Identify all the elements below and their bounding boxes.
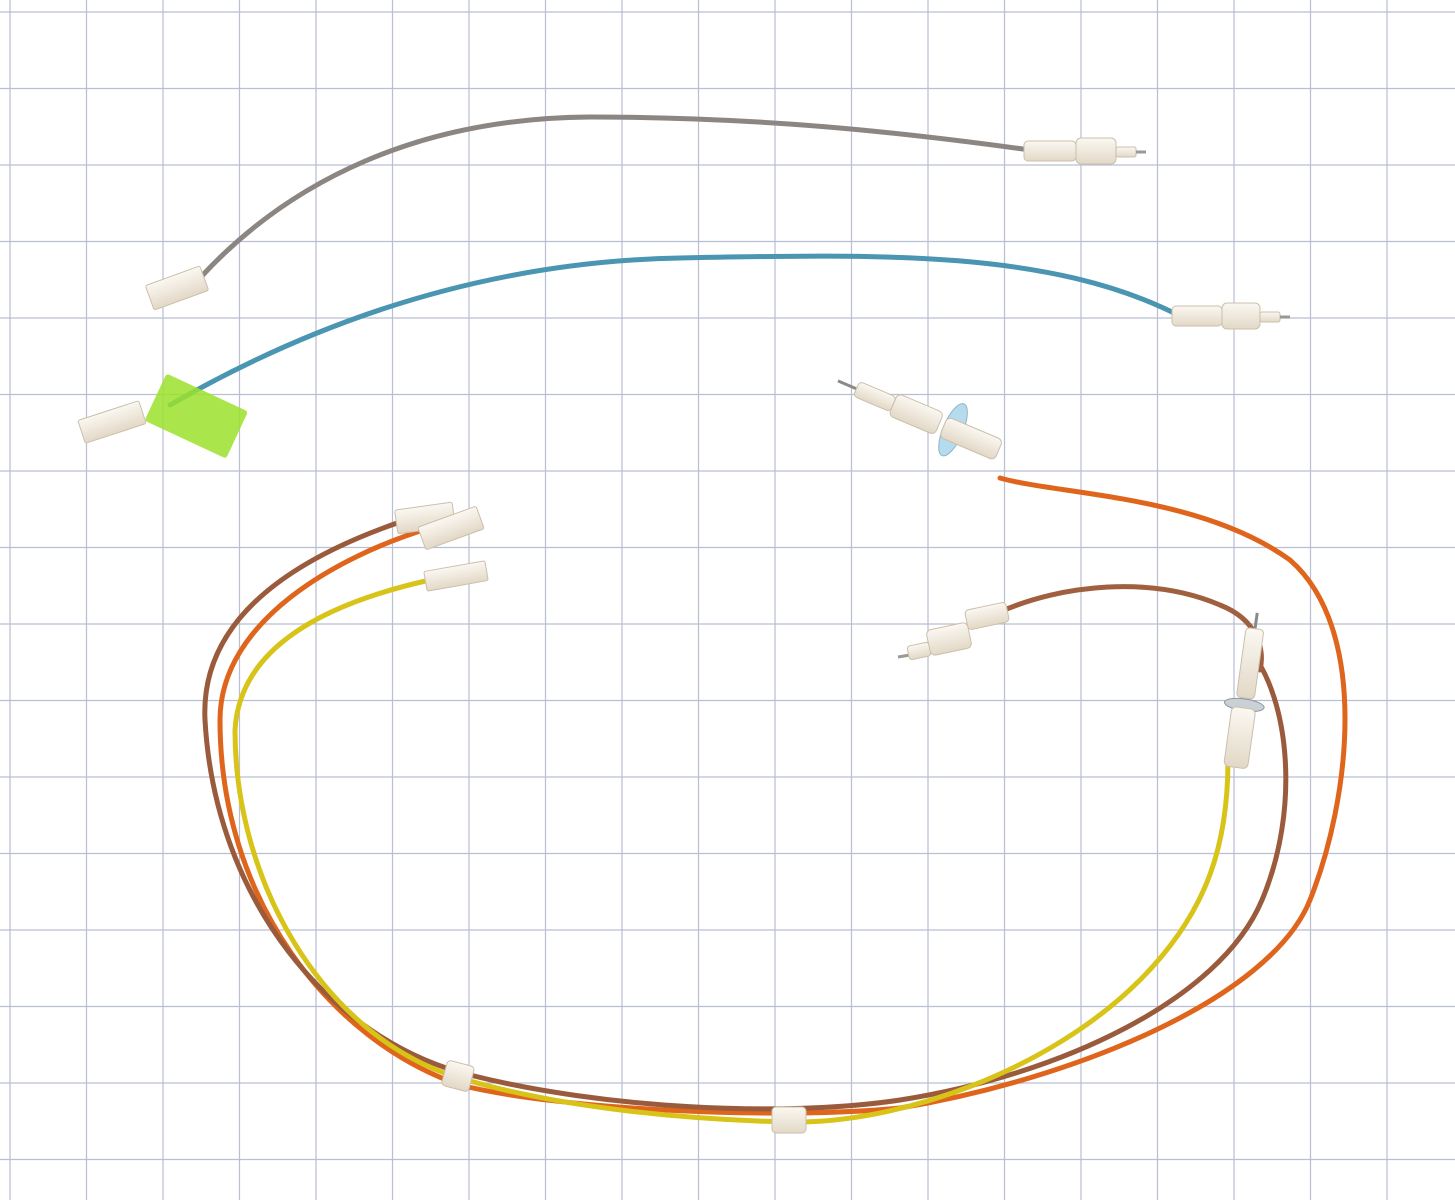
yellow-wire-socket-connector [423, 560, 489, 592]
brown-wire-spark-electrode [897, 602, 1010, 661]
bundle-sleeve-bottom [771, 1106, 807, 1134]
angled-spark-electrode [837, 379, 1002, 460]
orange-wire-socket-connector [417, 506, 485, 550]
gray-wire [197, 114, 1033, 281]
gray-wire-socket-connector [145, 265, 209, 311]
brown-right-wire [997, 584, 1264, 673]
harness-socket-connectors [394, 501, 489, 592]
blue-wire-spark-electrode [1171, 302, 1290, 330]
blue-wire-lead [77, 253, 1290, 458]
gray-wire-spark-electrode [1023, 137, 1146, 165]
right-brown-wire-lead [897, 584, 1265, 769]
blue-wire [167, 253, 1181, 408]
blue-wire-socket-connector [77, 400, 147, 444]
vertical-spark-electrode [1223, 612, 1265, 769]
gray-wire-lead [145, 114, 1146, 311]
approval-tag [145, 374, 248, 458]
bundle-sleeve-left [441, 1060, 475, 1092]
yellow-wire [232, 577, 1231, 1125]
orange-main-wire [217, 475, 1348, 1116]
brown-loop-wire [202, 519, 1289, 1112]
